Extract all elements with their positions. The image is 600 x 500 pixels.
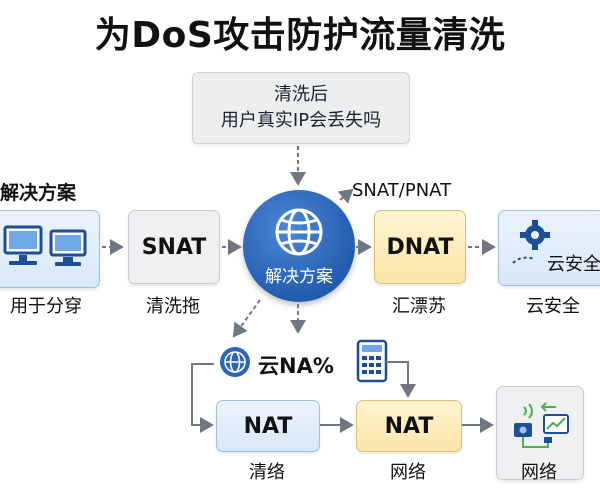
solution-globe (243, 190, 355, 302)
computers-caption: 用于分穿 (10, 296, 82, 317)
small-globe-icon (220, 347, 250, 377)
network-device-icon (514, 402, 569, 448)
cloud-security-box: 云安全 (498, 210, 600, 286)
snat-box: SNAT (128, 210, 220, 284)
dnat-label: DNAT (386, 234, 454, 260)
question-line-2: 用户真实IP会丢失吗 (220, 110, 382, 131)
diagram-title: 为DoS攻击防护流量清洗 (94, 15, 506, 56)
cloud-security-inner-label: 云安全 (547, 254, 600, 275)
cloud-security-caption: 云安全 (526, 296, 580, 317)
dnat-caption: 汇漂苏 (392, 296, 446, 317)
question-box: 清洗后 用户真实IP会丢失吗 (192, 72, 410, 144)
arrow-globe-down-left (232, 299, 261, 338)
snat-caption: 清洗拖 (146, 296, 200, 317)
nat-mid-box: NAT (356, 400, 462, 452)
computers-box (0, 210, 100, 288)
dnat-box: DNAT (374, 210, 466, 284)
nat-left-caption: 清络 (249, 462, 285, 483)
computers-icon (3, 225, 87, 266)
cloud-na-label: 云NA% (258, 354, 334, 378)
snat-label: SNAT (141, 234, 207, 260)
center-solution-label: 解决方案 (265, 267, 333, 287)
calculator-icon (356, 339, 388, 383)
nat-left-label: NAT (243, 413, 293, 439)
nat-mid-label: NAT (384, 413, 434, 439)
arrow-calculator-to-nat-mid (386, 361, 416, 398)
gear-icon (512, 220, 550, 264)
network-device-box (496, 386, 584, 480)
solution-heading: 解决方案 (0, 182, 77, 204)
network-device-caption: 网络 (521, 462, 557, 483)
snat-pnat-label: SNAT/PNAT (352, 180, 452, 201)
nat-left-box: NAT (216, 400, 320, 452)
nat-mid-caption: 网络 (390, 462, 426, 483)
globe-icon (275, 208, 323, 256)
question-line-1: 清洗后 (274, 84, 328, 105)
arrow-loop-to-nat-left (191, 363, 214, 433)
